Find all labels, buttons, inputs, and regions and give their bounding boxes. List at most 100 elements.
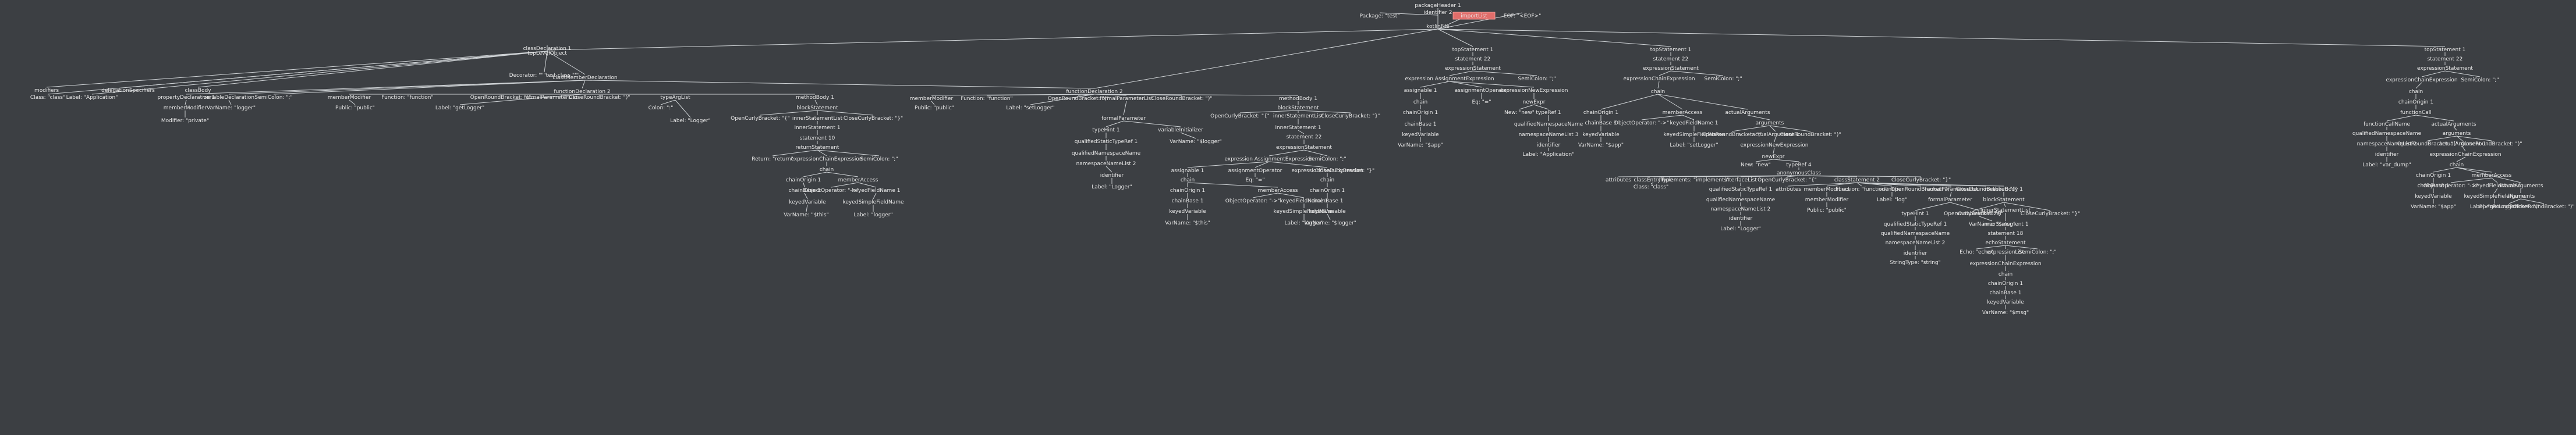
tree-edge	[1826, 182, 1858, 187]
tree-node-label: qualifiedNamespaceName	[1706, 197, 1776, 203]
tree-node-label: statement 22	[2428, 56, 2463, 62]
tree-edge	[2433, 167, 2457, 173]
tree-node: Function: "function"	[1836, 187, 1887, 192]
tree-node: keyedFieldName 1	[2474, 183, 2522, 189]
tree-node-label: topStatement 1	[1650, 47, 1692, 53]
tree-edge	[1976, 245, 2006, 249]
tree-edge	[1533, 104, 1549, 110]
tree-node: ObjectOperator: "->"	[1614, 120, 1669, 126]
tree-node: OpenRoundBracket: "("	[2479, 204, 2540, 210]
tree-node: expression AssignmentExpression	[1224, 156, 1313, 162]
tree-node-label: OpenRoundBracket: "("	[2397, 141, 2458, 147]
tree-node-label: statement 22	[1287, 134, 1322, 140]
tree-node: memberAccess	[1663, 110, 1703, 116]
tree-node-label: attributes	[1606, 177, 1631, 183]
tree-node-label: keyedVariable	[1987, 299, 2024, 305]
tree-node-label: Label: "Application"	[66, 95, 118, 101]
tree-edge	[986, 94, 1095, 96]
tree-node: chainBase 1	[789, 188, 821, 194]
tree-node: memberAccess	[1258, 188, 1298, 194]
tree-node-label: functionDeclaration 2	[1066, 89, 1122, 95]
tree-node: expressionStatement	[1643, 66, 1699, 72]
tree-edge	[127, 51, 548, 88]
tree-node: Label: "logger"	[853, 212, 892, 218]
tree-node-label: ObjectOperator: "->"	[1225, 198, 1280, 204]
tree-node: variableInitializer	[1957, 211, 2002, 217]
tree-edge	[1973, 202, 2004, 211]
tree-edge	[547, 51, 586, 75]
tree-node: identifier	[1537, 142, 1561, 148]
tree-node-label: functionCallName	[2364, 122, 2411, 127]
tree-node: namespaceNameList 2	[2357, 141, 2417, 147]
tree-node-label: New: "new"	[1741, 162, 1771, 168]
tree-node-label: identifier	[2375, 152, 2399, 158]
tree-node-label: statement 22	[1653, 56, 1689, 62]
tree-node-label: identifier	[1904, 251, 1927, 256]
tree-node: keyedVariable	[1402, 132, 1439, 138]
tree-node-label: Label: "setLogger"	[1670, 142, 1718, 148]
tree-edge	[1437, 28, 1671, 47]
tree-edge	[1327, 213, 1331, 220]
tree-node: Label: "Application"	[66, 95, 118, 101]
tree-node-label: formalParameter	[1928, 197, 1972, 203]
tree-node: functionDeclaration 2	[1066, 89, 1122, 95]
tree-node: formalParameter	[1928, 197, 1972, 203]
tree-node-label: chain	[2409, 89, 2423, 95]
tree-node: chainBase 1	[1172, 198, 1204, 204]
tree-node-label: chainBase 1	[2418, 183, 2450, 189]
tree-node-label: SemiColon: ";"	[2461, 77, 2499, 83]
tree-node-label: blockStatement	[796, 105, 838, 111]
tree-node-label: modifiers	[34, 88, 59, 94]
tree-node: topLevelObject	[527, 51, 567, 56]
tree-node-label: keyedFieldName 1	[2474, 183, 2522, 189]
tree-edge	[817, 149, 827, 156]
tree-node-label: SemiColon: ";"	[1704, 76, 1742, 82]
tree-node-label: chain	[1320, 177, 1334, 183]
tree-node-label: memberModifiers	[1803, 187, 1849, 192]
tree-node: methodBody 1	[1279, 96, 1317, 102]
tree-node-label: New: "new"	[1504, 110, 1535, 116]
tree-edge	[2456, 167, 2521, 183]
tree-node: OpenRoundBracket: "("	[1702, 132, 1763, 138]
tree-edge	[2456, 136, 2492, 141]
tree-node-label: functionCall	[2400, 110, 2432, 116]
tree-node: functionCallName	[2364, 122, 2411, 127]
tree-edge	[1979, 216, 1993, 222]
tree-node: CloseCurlyBracket: "}"	[1321, 113, 1380, 119]
tree-node: methodBody 1	[796, 95, 834, 101]
tree-node: expressionNewExpression	[1500, 88, 1568, 94]
tree-node-label: keyedVariable	[1402, 132, 1439, 138]
tree-node-label: keyedSimpleFieldName	[2464, 194, 2525, 199]
tree-node: Class: "class"	[30, 95, 65, 101]
tree-node: keyedSimpleFieldName	[842, 199, 904, 205]
tree-node-label: methodBody 1	[796, 95, 834, 101]
tree-node: assignmentOperator	[1228, 168, 1282, 174]
tree-node: chainOrigin 1	[1310, 188, 1345, 194]
tree-node: arguments	[2443, 131, 2471, 137]
tree-node-label: chain	[1181, 177, 1195, 183]
tree-node-label: qualifiedNamespaceName	[1514, 122, 1583, 127]
tree-node: Public: "public"	[1807, 208, 1847, 213]
tree-node-label: Public: "public"	[1807, 208, 1847, 213]
tree-edge	[1437, 28, 2446, 47]
tree-node: chainOrigin 1	[1988, 281, 2023, 287]
tree-node: Label: "Application"	[1523, 152, 1575, 158]
tree-node-label: Public: "public"	[335, 105, 375, 111]
tree-node: formalParameter	[1101, 116, 1146, 122]
tree-node-label: innerStatement 1	[794, 125, 840, 131]
tree-node-label: typeHint 1	[1092, 127, 1119, 133]
tree-node: topStatement 1	[1452, 47, 1494, 53]
tree-node-label: chainOrigin 1	[1310, 188, 1345, 194]
tree-node-label: variableDeclaration	[203, 95, 254, 101]
tree-node: functionDeclaration 2	[554, 89, 610, 95]
tree-node: Public: "public"	[335, 105, 375, 111]
tree-node: statement 18	[1988, 231, 2024, 237]
tree-node-label: innerStatementList	[792, 116, 843, 122]
tree-node-label: keyedFieldName 1	[1280, 198, 1328, 204]
tree-node: keyedFieldName 1	[852, 188, 901, 194]
tree-node: CloseCurlyBracket: "}"	[844, 116, 903, 122]
tree-edge	[1755, 159, 1774, 162]
tree-edge	[1187, 161, 1270, 168]
tree-edge	[831, 182, 859, 188]
